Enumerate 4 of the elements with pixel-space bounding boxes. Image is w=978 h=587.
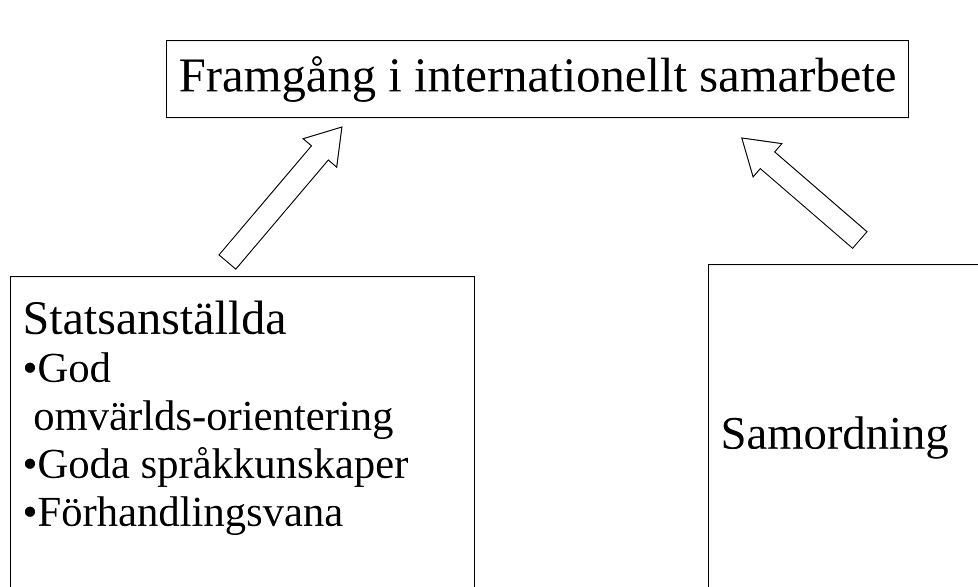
- text-box: Statsanställda •God omvärlds-orientering •Goda språkkunskaper •Förhandlingsvana: [10, 276, 476, 587]
- text-box: Samordning: [708, 264, 978, 587]
- title-box: Framgång i internationellt samarbete: [166, 40, 910, 118]
- block-arrow: [218, 126, 343, 270]
